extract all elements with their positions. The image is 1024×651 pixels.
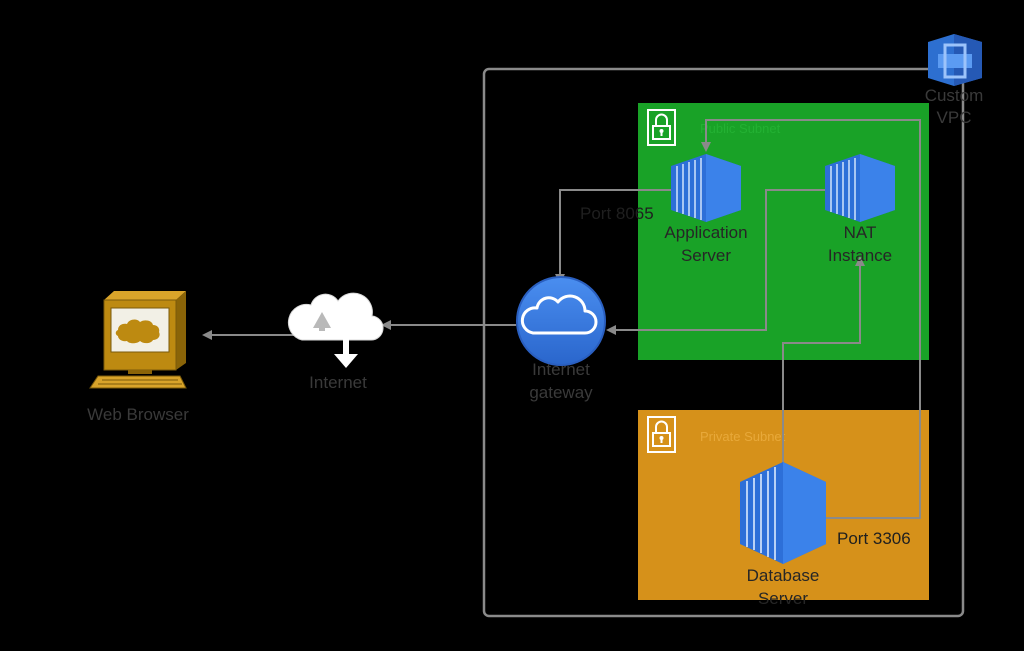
vpc-boundary xyxy=(482,67,965,618)
vpc-icon xyxy=(928,34,982,86)
connector-app-to-gateway xyxy=(555,189,672,284)
app-port-label: Port 8065 xyxy=(580,204,654,223)
connector-db-to-app xyxy=(701,119,921,519)
db-server-label-line2: Server xyxy=(758,589,808,608)
public-subnet-lock-icon xyxy=(647,109,676,146)
connector-nat-to-gateway xyxy=(606,189,830,335)
private-subnet-label: Private Subnet xyxy=(700,429,786,444)
connectors xyxy=(202,119,921,519)
internet-gateway-icon xyxy=(516,276,606,366)
internet-cloud-icon xyxy=(287,292,384,368)
vpc-label-line1: Custom xyxy=(925,86,984,105)
app-server-label-line2: Server xyxy=(681,246,731,265)
db-server-label-line1: Database xyxy=(747,566,820,585)
internet-gateway-label-line2: gateway xyxy=(529,383,593,402)
private-subnet-lock-icon xyxy=(647,416,676,453)
web-browser-computer-icon xyxy=(89,291,187,389)
connector-db-to-nat xyxy=(782,256,865,470)
nat-instance-label-line1: NAT xyxy=(844,223,877,242)
nat-instance-label-line2: Instance xyxy=(828,246,892,265)
web-browser-label: Web Browser xyxy=(87,405,189,424)
vpc-label-line2: VPC xyxy=(937,108,972,127)
public-subnet-label: Public Subnet xyxy=(700,121,781,136)
internet-gateway-label-line1: Internet xyxy=(532,360,590,379)
nat-instance-ec2-instance-icon xyxy=(825,154,895,222)
internet-label: Internet xyxy=(309,373,367,392)
db-server-ec2-instance-icon xyxy=(740,462,826,564)
db-port-label: Port 3306 xyxy=(837,529,911,548)
public-subnet: Public Subnet xyxy=(638,103,929,360)
app-server-label-line1: Application xyxy=(664,223,747,242)
app-server-ec2-instance-icon xyxy=(671,154,741,222)
